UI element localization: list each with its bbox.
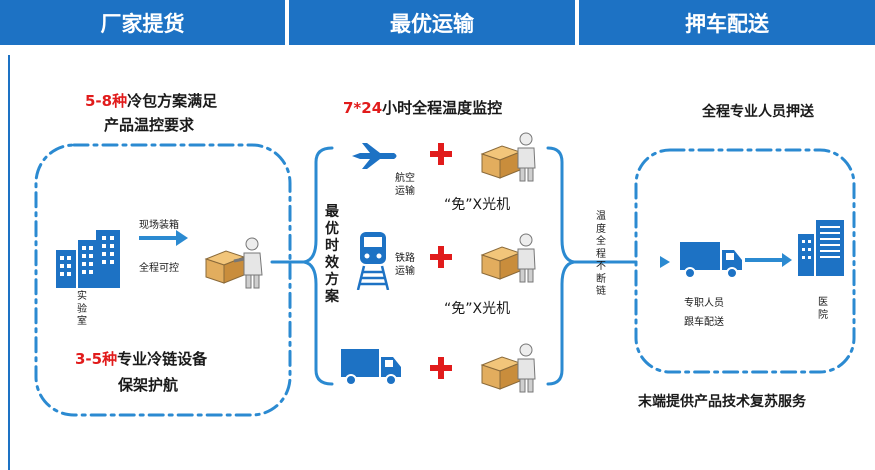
left-top-rest: 冷包方案满足: [127, 92, 218, 110]
header-factory-label: 厂家提货: [100, 11, 185, 36]
worker-packing-icon-truck: [480, 343, 536, 393]
xray-label-2: “免”X光机: [444, 301, 511, 317]
train-icon: [356, 232, 390, 290]
arrow-into-right-box: [660, 256, 670, 268]
header-escort-delivery: 押车配送: [579, 0, 875, 45]
worker-packing-icon-rail: [480, 233, 536, 283]
hospital-building-icon: [798, 220, 844, 276]
lab-building-icon: [56, 230, 120, 288]
truck-arrow-head: [782, 253, 792, 267]
plus-icon-truck: [430, 357, 452, 379]
left-top-red: 5-8种: [85, 92, 128, 110]
left-bottom-caption: 3-5种专业冷链设备: [75, 348, 207, 369]
middle-title-red: 7*24: [343, 99, 383, 117]
left-border-line: [8, 55, 10, 470]
worker-packing-icon: [204, 237, 263, 289]
xray-label-1: “免”X光机: [444, 197, 511, 213]
worker-packing-icon-air: [480, 132, 536, 182]
lab-label: 实验室: [77, 291, 87, 327]
plus-icon-rail: [430, 246, 452, 268]
left-bottom-line2: 保架护航: [118, 376, 179, 394]
delivery-truck-icon: [341, 349, 401, 386]
arrow-top-label: 现场装箱: [139, 220, 179, 231]
header-optimal-transport: 最优运输: [289, 0, 575, 45]
rail-label: 铁路运输: [395, 253, 415, 277]
middle-title-rest: 小时全程温度监控: [382, 99, 503, 117]
airplane-icon: [352, 143, 397, 169]
plus-icon-air: [430, 143, 452, 165]
arrow-bottom-label: 全程可控: [139, 263, 179, 274]
best-solution-label: 最优时效方案: [325, 204, 339, 305]
staff-label-1: 专职人员: [684, 298, 724, 309]
right-bracket: [546, 146, 575, 386]
left-top-line2: 产品温控要求: [104, 116, 195, 134]
escort-truck-icon: [680, 242, 742, 279]
header-transport-label: 最优运输: [390, 11, 474, 36]
header-factory-pickup: 厂家提货: [0, 0, 285, 45]
left-bottom-red: 3-5种: [75, 350, 118, 368]
header-escort-label: 押车配送: [685, 11, 769, 36]
left-top-caption: 5-8种冷包方案满足: [85, 90, 217, 111]
lab-arrow-shaft: [139, 236, 177, 240]
hospital-label: 医院: [818, 297, 828, 321]
middle-title: 7*24小时全程温度监控: [343, 97, 502, 118]
left-dashed-box: [34, 143, 292, 417]
left-bottom-rest: 专业冷链设备: [117, 350, 208, 368]
staff-label-2: 跟车配送: [684, 317, 724, 328]
temp-chain-label: 温度全程不断链: [596, 211, 606, 297]
right-title: 全程专业人员押送: [702, 104, 814, 120]
truck-arrow-shaft: [745, 258, 783, 262]
air-label: 航空运输: [395, 173, 415, 197]
right-bottom-caption: 末端提供产品技术复苏服务: [638, 394, 806, 410]
lab-arrow-head: [176, 230, 188, 246]
